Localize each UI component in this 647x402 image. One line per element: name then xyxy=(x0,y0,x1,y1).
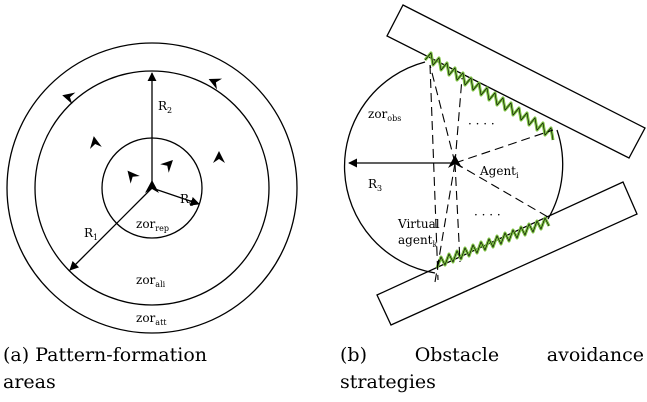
label-r1: R1 xyxy=(84,226,98,242)
agent-chevron-icon xyxy=(160,160,173,173)
obstacle-zone-boundary xyxy=(343,61,436,274)
label-virtual: Virtual xyxy=(397,217,440,231)
panel-b-obstacle-avoidance: zorobs R3 Agenti Virtual agentk · · · · … xyxy=(343,4,646,326)
center-agent-icon xyxy=(145,180,159,193)
label-zor-att: zoratt xyxy=(136,311,167,327)
label-virtual-agent-k: agentk xyxy=(398,233,438,249)
agent-chevron-icon xyxy=(213,151,225,163)
alignment-zone-circle xyxy=(34,70,270,306)
caption-a-line1: (a) Pattern-formation xyxy=(3,344,207,366)
caption-b-line2: strategies xyxy=(340,371,436,393)
attraction-zone-circle xyxy=(6,42,298,334)
virtual-agent-links xyxy=(429,64,554,283)
agent-i-icon xyxy=(448,155,462,168)
ellipsis-bottom: · · · · xyxy=(474,208,501,222)
caption-b-line1: (b) Obstacle avoidance xyxy=(340,343,644,367)
agent-chevron-icon xyxy=(89,136,102,149)
label-r2: R2 xyxy=(158,99,172,115)
label-zor-obs: zorobs xyxy=(368,107,401,123)
top-spring-outline xyxy=(424,52,554,141)
label-r3: R3 xyxy=(368,177,382,193)
caption-b-part: Obstacle xyxy=(414,344,500,366)
agent-chevron-icon xyxy=(127,170,140,184)
panel-a-pattern-formation: R2 R0 R1 zorrep zorali zoratt xyxy=(6,42,298,334)
top-obstacle xyxy=(386,4,646,159)
bottom-spring-outline xyxy=(436,217,550,269)
label-zor-rep: zorrep xyxy=(136,217,169,233)
ellipsis-top: · · · · xyxy=(468,117,495,131)
obstacle-zone-boundary-right xyxy=(547,129,564,220)
radius-r0-arrow xyxy=(151,187,200,206)
caption-b-part: avoidance xyxy=(546,344,644,366)
bottom-obstacle xyxy=(376,181,638,326)
radius-r1-arrow xyxy=(69,187,153,271)
caption-b-part: (b) xyxy=(340,344,367,366)
label-zor-ali: zorali xyxy=(136,273,166,289)
agent-chevron-icon xyxy=(208,78,223,90)
label-agent-i: Agenti xyxy=(479,164,519,180)
agent-chevron-icon xyxy=(62,92,76,105)
caption-a-line2: areas xyxy=(3,371,56,393)
label-r0: R0 xyxy=(180,192,194,208)
